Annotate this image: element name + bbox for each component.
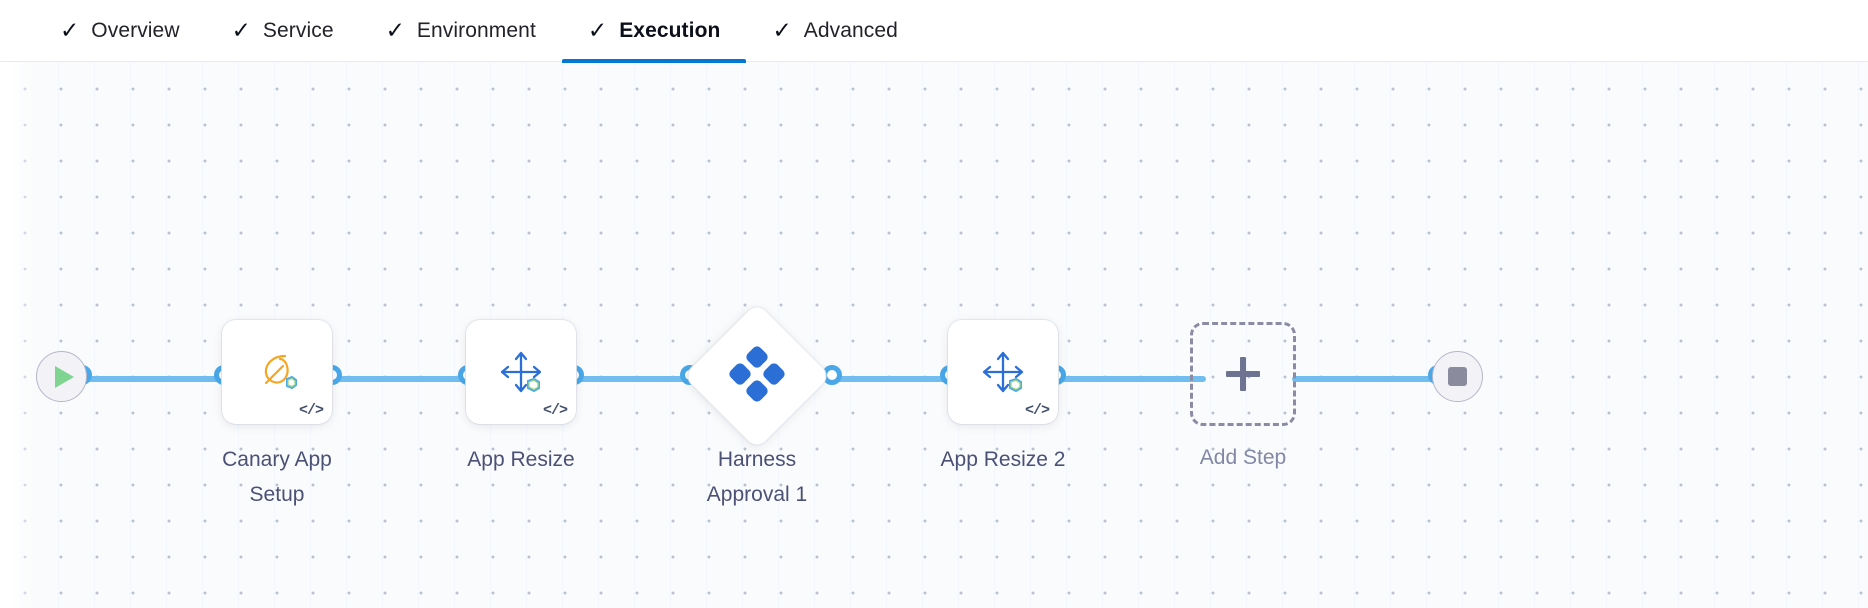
check-icon: ✓ — [231, 17, 251, 43]
tab-label: Environment — [416, 18, 536, 42]
stop-icon — [1448, 367, 1467, 386]
tab-advanced[interactable]: ✓ Advanced — [746, 0, 923, 62]
wizard-tab-bar: ✓ Overview ✓ Service ✓ Environment ✓ Exe… — [0, 0, 1868, 63]
connector-line — [824, 376, 972, 382]
tab-environment[interactable]: ✓ Environment — [360, 0, 562, 62]
check-icon: ✓ — [60, 17, 80, 43]
step-label-harness-approval-1: Harness Approval 1 — [706, 448, 808, 506]
tab-label: Service — [262, 18, 334, 42]
connector-line — [1292, 376, 1460, 382]
code-view-icon[interactable]: </> — [542, 402, 568, 419]
check-icon: ✓ — [385, 17, 405, 43]
tab-label: Overview — [91, 18, 180, 42]
resize-arrows-icon — [466, 346, 576, 398]
step-label-canary-app-setup: Canary App Setup — [222, 448, 332, 506]
pipeline-canvas[interactable]: </> Canary App Setup </> App Resize — [0, 62, 1868, 608]
resize-arrows-icon — [948, 346, 1058, 398]
add-step-button[interactable] — [1190, 322, 1296, 426]
play-icon — [54, 365, 74, 388]
code-view-icon[interactable]: </> — [298, 402, 324, 419]
canary-bird-icon — [222, 346, 332, 396]
plus-icon — [1226, 357, 1260, 391]
step-node-canary-app-setup[interactable]: </> — [222, 320, 332, 424]
tab-overview[interactable]: ✓ Overview — [34, 0, 206, 62]
step-node-app-resize[interactable]: </> — [466, 320, 576, 424]
step-label-app-resize: App Resize — [467, 448, 575, 471]
check-icon: ✓ — [772, 17, 792, 43]
check-icon: ✓ — [587, 17, 608, 43]
step-label-app-resize-2: App Resize 2 — [940, 448, 1066, 471]
harness-logo-icon — [726, 343, 788, 410]
end-node[interactable] — [1432, 351, 1483, 402]
add-step-label: Add Step — [1199, 446, 1287, 469]
connector-line — [1046, 376, 1206, 382]
connector-line — [78, 376, 240, 382]
start-node[interactable] — [36, 351, 87, 402]
tab-label: Execution — [619, 18, 721, 42]
step-node-app-resize-2[interactable]: </> — [948, 320, 1058, 424]
connector-line — [322, 376, 484, 382]
tab-service[interactable]: ✓ Service — [206, 0, 360, 62]
tab-execution[interactable]: ✓ Execution — [561, 0, 747, 63]
tab-label: Advanced — [803, 18, 898, 42]
connector-line — [564, 376, 712, 382]
code-view-icon[interactable]: </> — [1024, 402, 1050, 419]
step-node-harness-approval-1[interactable] — [683, 302, 831, 450]
